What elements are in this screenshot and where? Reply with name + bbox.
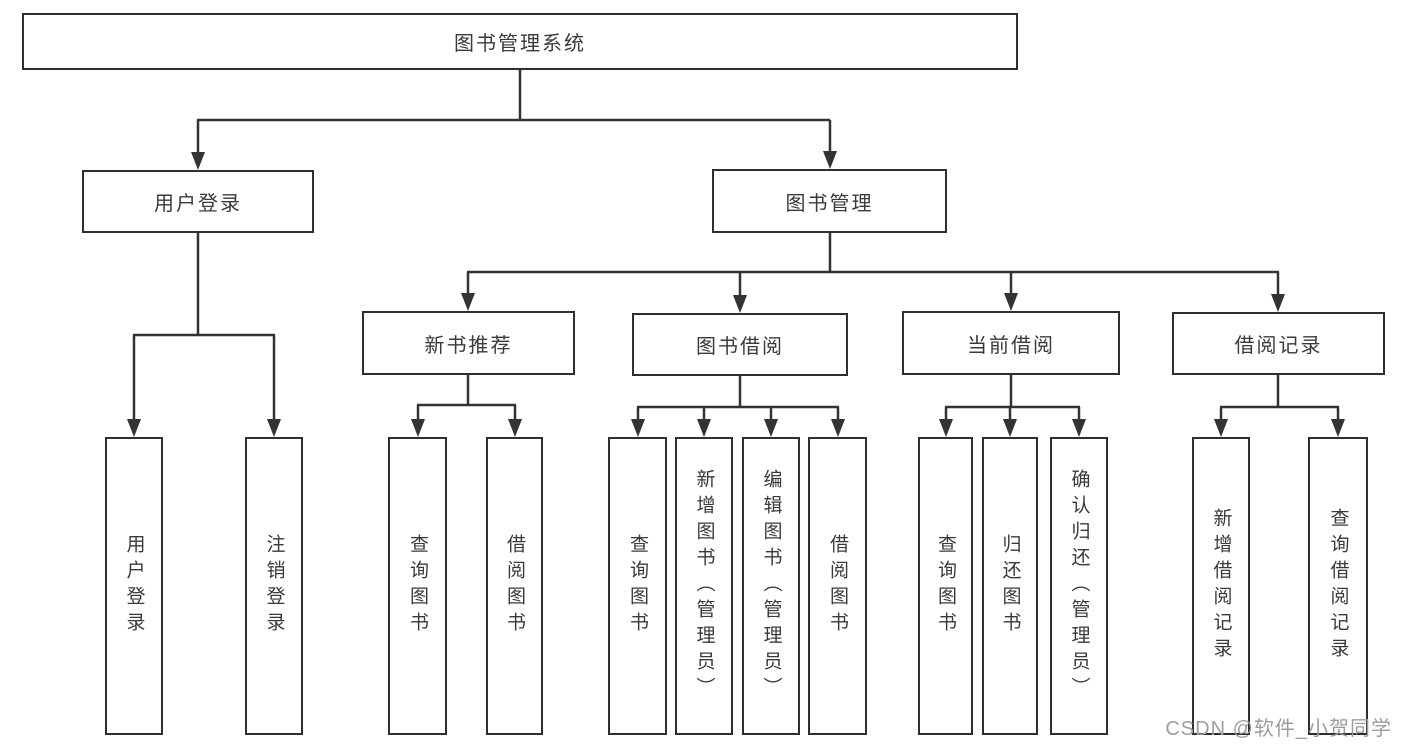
leaf-current-confirm-return-admin-label: 确认归还（管理员）: [1068, 469, 1090, 703]
node-borrow-record: 借阅记录: [1172, 312, 1385, 375]
node-book-management: 图书管理: [712, 169, 947, 233]
leaf-current-query-book: 查询图书: [918, 437, 973, 735]
leaf-user-login: 用户登录: [105, 437, 163, 735]
leaf-current-confirm-return-admin: 确认归还（管理员）: [1050, 437, 1108, 735]
node-current-borrow: 当前借阅: [902, 311, 1120, 375]
node-book-management-label: 图书管理: [785, 192, 874, 215]
leaf-logout: 注销登录: [245, 437, 303, 735]
leaf-borrow-edit-book-admin: 编辑图书（管理员）: [742, 437, 800, 735]
leaf-record-query-record-label: 查询借阅记录: [1327, 508, 1349, 664]
leaf-borrow-query-book: 查询图书: [608, 437, 667, 735]
node-root: 图书管理系统: [22, 13, 1018, 70]
leaf-newrec-query-book-label: 查询图书: [407, 534, 428, 638]
leaf-borrow-borrow-book-label: 借阅图书: [827, 534, 848, 638]
leaf-borrow-borrow-book: 借阅图书: [808, 437, 867, 735]
node-new-book-recommend: 新书推荐: [362, 311, 575, 375]
leaf-record-add-record-label: 新增借阅记录: [1210, 508, 1232, 664]
node-borrow-record-label: 借阅记录: [1234, 335, 1323, 357]
node-new-book-recommend-label: 新书推荐: [424, 334, 513, 357]
leaf-current-return-book: 归还图书: [982, 437, 1038, 735]
node-root-label: 图书管理系统: [454, 33, 586, 55]
node-user-login: 用户登录: [82, 170, 314, 233]
connector-lines: [132, 70, 1340, 420]
csdn-watermark: CSDN @软件_小贺同学: [1165, 718, 1392, 740]
leaf-newrec-query-book: 查询图书: [388, 437, 447, 735]
node-book-borrow: 图书借阅: [632, 313, 848, 376]
leaf-user-login-label: 用户登录: [123, 534, 145, 638]
node-current-borrow-label: 当前借阅: [967, 334, 1055, 357]
leaf-record-add-record: 新增借阅记录: [1192, 437, 1250, 735]
leaf-current-query-book-label: 查询图书: [935, 534, 956, 638]
connector-arrowheads: [127, 151, 1345, 437]
leaf-logout-label: 注销登录: [263, 534, 285, 638]
leaf-newrec-borrow-book: 借阅图书: [486, 437, 543, 735]
leaf-record-query-record: 查询借阅记录: [1308, 437, 1368, 735]
leaf-newrec-borrow-book-label: 借阅图书: [504, 534, 525, 638]
leaf-borrow-add-book-admin: 新增图书（管理员）: [675, 437, 733, 735]
leaf-borrow-edit-book-admin-label: 编辑图书（管理员）: [760, 469, 782, 703]
leaf-borrow-query-book-label: 查询图书: [627, 534, 648, 638]
node-book-borrow-label: 图书借阅: [696, 336, 784, 358]
leaf-current-return-book-label: 归还图书: [999, 534, 1021, 638]
node-user-login-label: 用户登录: [154, 193, 242, 215]
leaf-borrow-add-book-admin-label: 新增图书（管理员）: [693, 469, 715, 703]
